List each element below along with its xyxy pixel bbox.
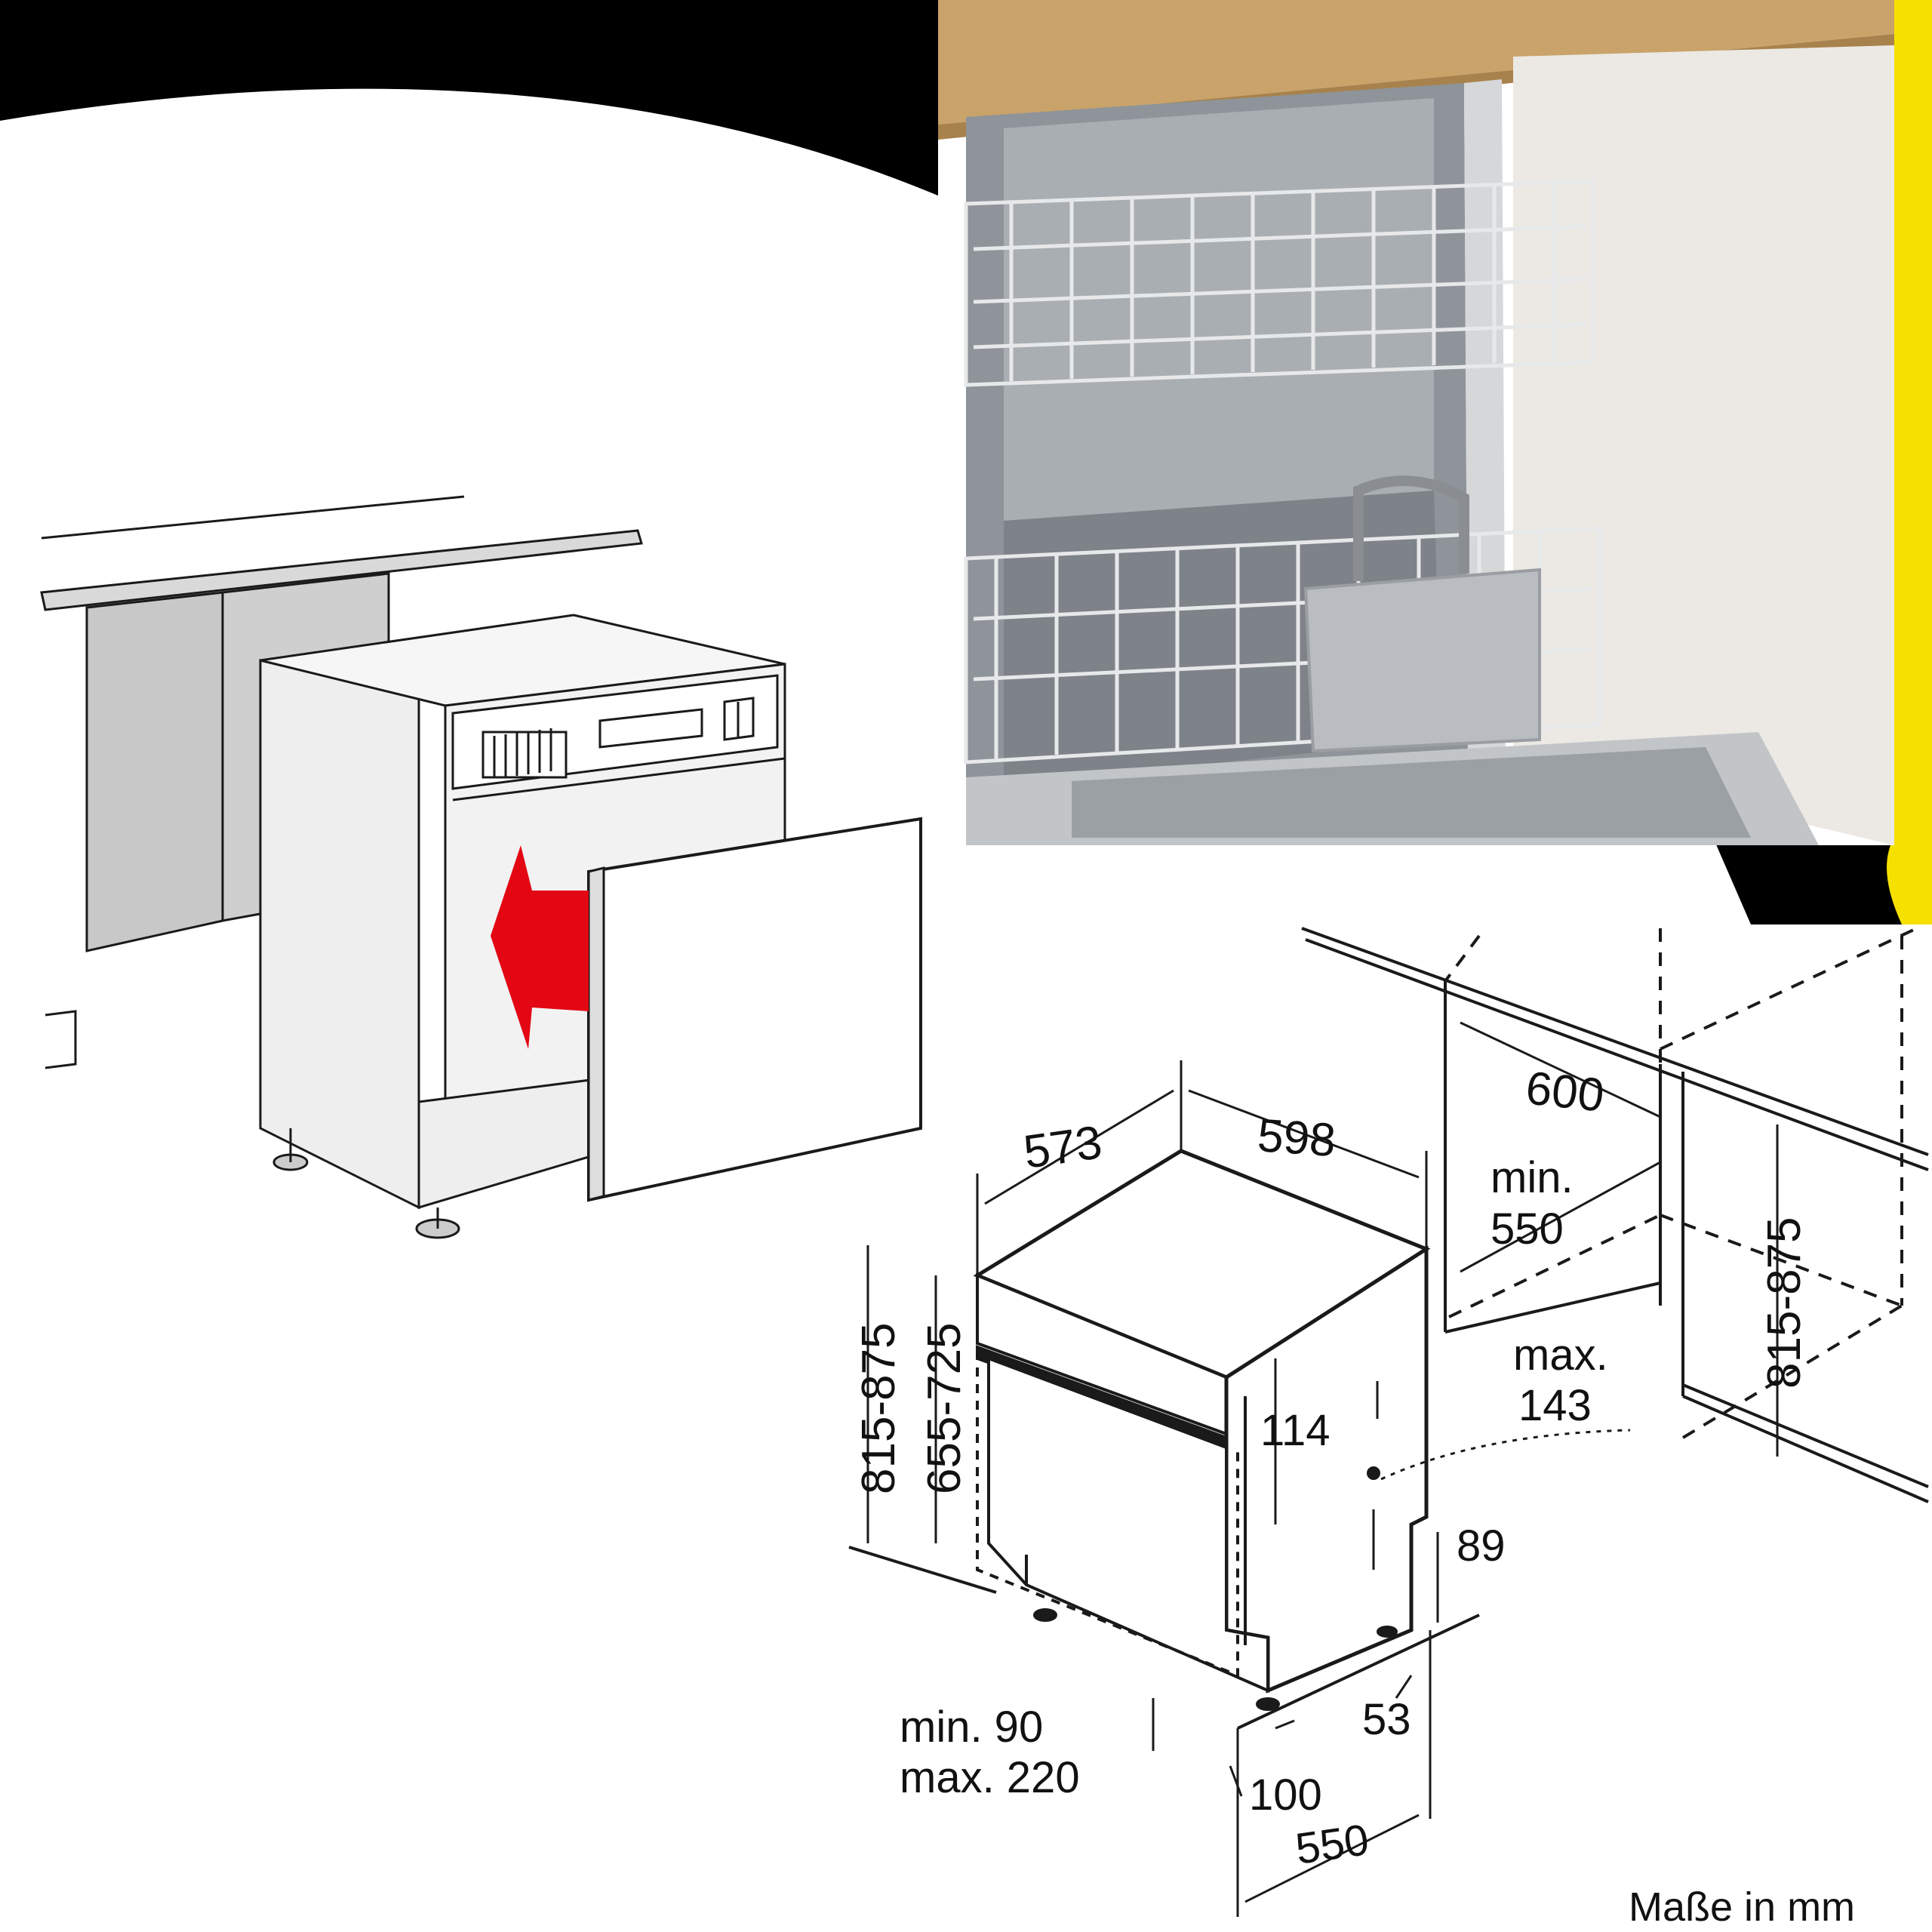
installation-sketch [40, 495, 922, 1239]
dimension-labels: 573 598 600 min. 550 815-875 815-875 655… [853, 1062, 1855, 1930]
yellow-edge-accent [1887, 0, 1932, 924]
black-corner-band [1713, 838, 1932, 924]
left-cabinet [85, 591, 224, 952]
dim-depth-top: 573 [1020, 1116, 1105, 1179]
foot-back [1377, 1626, 1398, 1638]
cutlery-basket-handle [1353, 475, 1469, 581]
niche-top-edge [1301, 927, 1929, 1156]
dim-plinth-max: max. 220 [900, 1753, 1080, 1802]
background-shapes [0, 0, 1932, 924]
upper-rack [964, 179, 1595, 387]
wall-line [41, 495, 465, 540]
dim-niche-min-label: min. [1491, 1153, 1574, 1202]
wooden-worktop [938, 0, 1894, 125]
interior-photo [938, 0, 1894, 845]
niche-outline-dashed [1444, 927, 1918, 1439]
floor-line [848, 1546, 997, 1594]
dim-foot-offset: 53 [1362, 1695, 1411, 1744]
dim-niche-depth: 550 [1293, 1815, 1372, 1874]
door-panel-edge [587, 866, 605, 1201]
dim-niche-min-value: 550 [1491, 1204, 1564, 1254]
dimension-drawing [848, 927, 1929, 1917]
dim-plinth-min: min. 90 [900, 1703, 1043, 1752]
foot-front-left [1033, 1608, 1057, 1622]
plinth [417, 1078, 598, 1210]
dim-plinth-gap: 89 [1457, 1521, 1506, 1571]
countertop [40, 529, 643, 611]
fit-direction-arrow [491, 845, 589, 1049]
adjacent-cabinet [1513, 45, 1894, 845]
dim-height-left-outer: 815-875 [853, 1322, 905, 1494]
dim-height-right: 815-875 [1758, 1217, 1810, 1389]
black-arc-band [0, 0, 940, 196]
dishwasher-side [259, 659, 420, 1210]
dim-panel-max-value: 143 [1518, 1381, 1592, 1430]
dim-width-top: 598 [1256, 1109, 1337, 1167]
furniture-door-panel [587, 817, 922, 1202]
control-vents [481, 731, 568, 779]
dim-niche-width: 600 [1524, 1062, 1607, 1121]
dim-control-height: 114 [1260, 1406, 1330, 1455]
panel-weight-point [1367, 1466, 1380, 1480]
dim-panel-max-label: max. [1513, 1331, 1608, 1380]
dim-height-left-inner: 655-725 [918, 1322, 971, 1494]
foot-front-right [1256, 1697, 1280, 1711]
dim-plinth-depth: 100 [1249, 1770, 1322, 1820]
display-window [598, 708, 703, 749]
units-caption: Maße in mm [1629, 1884, 1855, 1930]
left-cabinet-edge [45, 1010, 77, 1069]
appliance-front [987, 1356, 1269, 1694]
dimension-lines [866, 1021, 1779, 1917]
cutlery-basket [1303, 568, 1541, 753]
